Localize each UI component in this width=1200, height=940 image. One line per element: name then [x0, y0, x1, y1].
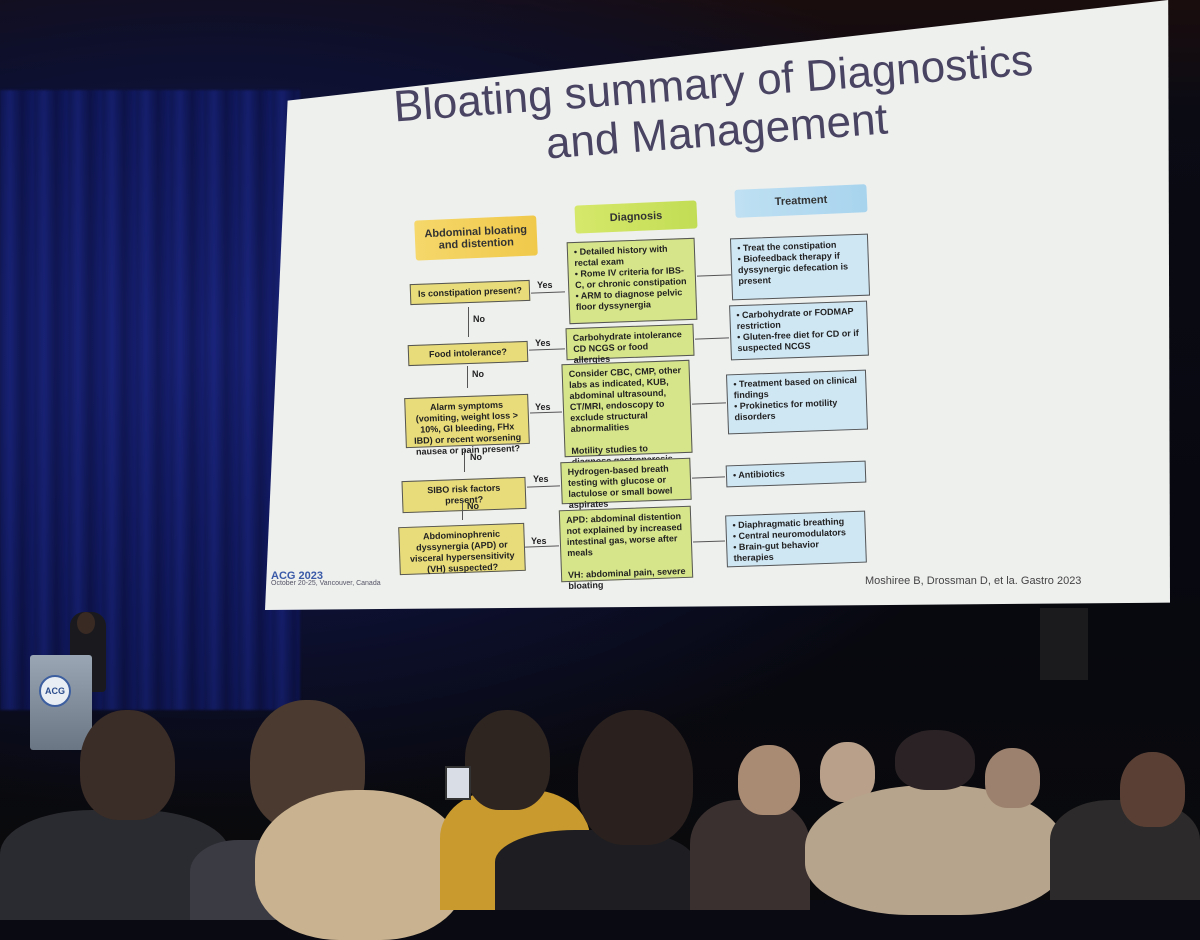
arrow-treat-1	[696, 274, 732, 277]
audience-head	[895, 730, 975, 790]
treatment-food-intolerance: • Carbohydrate or FODMAP restriction • G…	[729, 300, 869, 361]
arrow-treat-2	[694, 337, 730, 340]
audience-head	[578, 710, 693, 845]
question-constipation: Is constipation present?	[409, 279, 531, 306]
presenter-head	[77, 612, 95, 634]
audience-member	[690, 800, 810, 910]
header-treatment: Treatment	[734, 184, 868, 218]
arrow-no-1	[468, 307, 469, 337]
audience-head	[465, 710, 550, 810]
treatment-alarm-symptoms: • Treatment based on clinical findings •…	[725, 369, 869, 435]
arrow-yes-2	[528, 348, 566, 351]
laptop	[445, 766, 471, 800]
header-start: Abdominal bloating and distention	[414, 215, 538, 261]
diagnosis-sibo: Hydrogen-based breath testing with gluco…	[560, 457, 692, 510]
treatment-apd-vh: • Diaphragmatic breathing • Central neur…	[725, 510, 867, 568]
question-alarm-symptoms: Alarm symptoms (vomiting, weight loss > …	[404, 393, 530, 457]
yes-label-1: Yes	[537, 280, 553, 290]
no-label-3: No	[470, 452, 482, 462]
diagnosis-apd-vh: APD: abdominal distention not explained …	[558, 505, 694, 591]
header-diagnosis: Diagnosis	[574, 200, 698, 234]
audience-member	[495, 830, 695, 910]
audience-head	[1120, 752, 1185, 827]
audience-head	[80, 710, 175, 820]
arrow-yes-1	[530, 291, 566, 294]
podium-acg-logo: ACG	[39, 675, 71, 707]
footer-event: October 20-25, Vancouver, Canada	[271, 580, 381, 587]
arrow-treat-3	[691, 402, 727, 405]
diagnosis-constipation: • Detailed history with rectal exam • Ro…	[566, 237, 698, 325]
arrow-yes-4	[526, 485, 561, 488]
diagnosis-alarm-symptoms: Consider CBC, CMP, other labs as indicat…	[561, 359, 693, 489]
arrow-no-4	[462, 500, 463, 520]
stage-curtain	[0, 90, 300, 710]
stage-speaker-box	[1040, 608, 1088, 680]
arrow-treat-4	[691, 476, 726, 479]
no-label-1: No	[473, 314, 485, 324]
question-apd-vh: Abdominophrenic dyssynergia (APD) or vis…	[398, 522, 526, 576]
diagnosis-food-intolerance: Carbohydrate intolerance CD NCGS or food…	[565, 323, 695, 365]
yes-label-2: Yes	[535, 338, 551, 348]
arrow-no-2	[467, 366, 468, 388]
audience-head	[985, 748, 1040, 808]
no-label-4: No	[467, 501, 479, 511]
question-food-intolerance: Food intolerance?	[407, 340, 529, 367]
arrow-no-3	[464, 450, 465, 472]
arrow-yes-3	[529, 411, 563, 414]
acg-footer-logo: ACG 2023	[271, 570, 323, 582]
projection-screen: Bloating summary of Diagnostics and Mana…	[265, 0, 1170, 610]
audience-head	[738, 745, 800, 815]
audience-head	[820, 742, 875, 802]
citation: Moshiree B, Drossman D, et la. Gastro 20…	[865, 575, 1082, 587]
audience	[0, 690, 1200, 940]
yes-label-4: Yes	[533, 474, 549, 484]
arrow-treat-5	[692, 540, 726, 543]
slide: Bloating summary of Diagnostics and Mana…	[265, 0, 1170, 610]
yes-label-3: Yes	[535, 402, 551, 412]
question-sibo: SIBO risk factors present?	[401, 476, 527, 514]
yes-label-5: Yes	[531, 536, 547, 546]
arrow-yes-5	[524, 545, 560, 548]
no-label-2: No	[472, 369, 484, 379]
treatment-constipation: • Treat the constipation • Biofeedback t…	[729, 233, 871, 301]
treatment-sibo: • Antibiotics	[725, 460, 867, 488]
audience-head-blonde	[255, 790, 465, 940]
